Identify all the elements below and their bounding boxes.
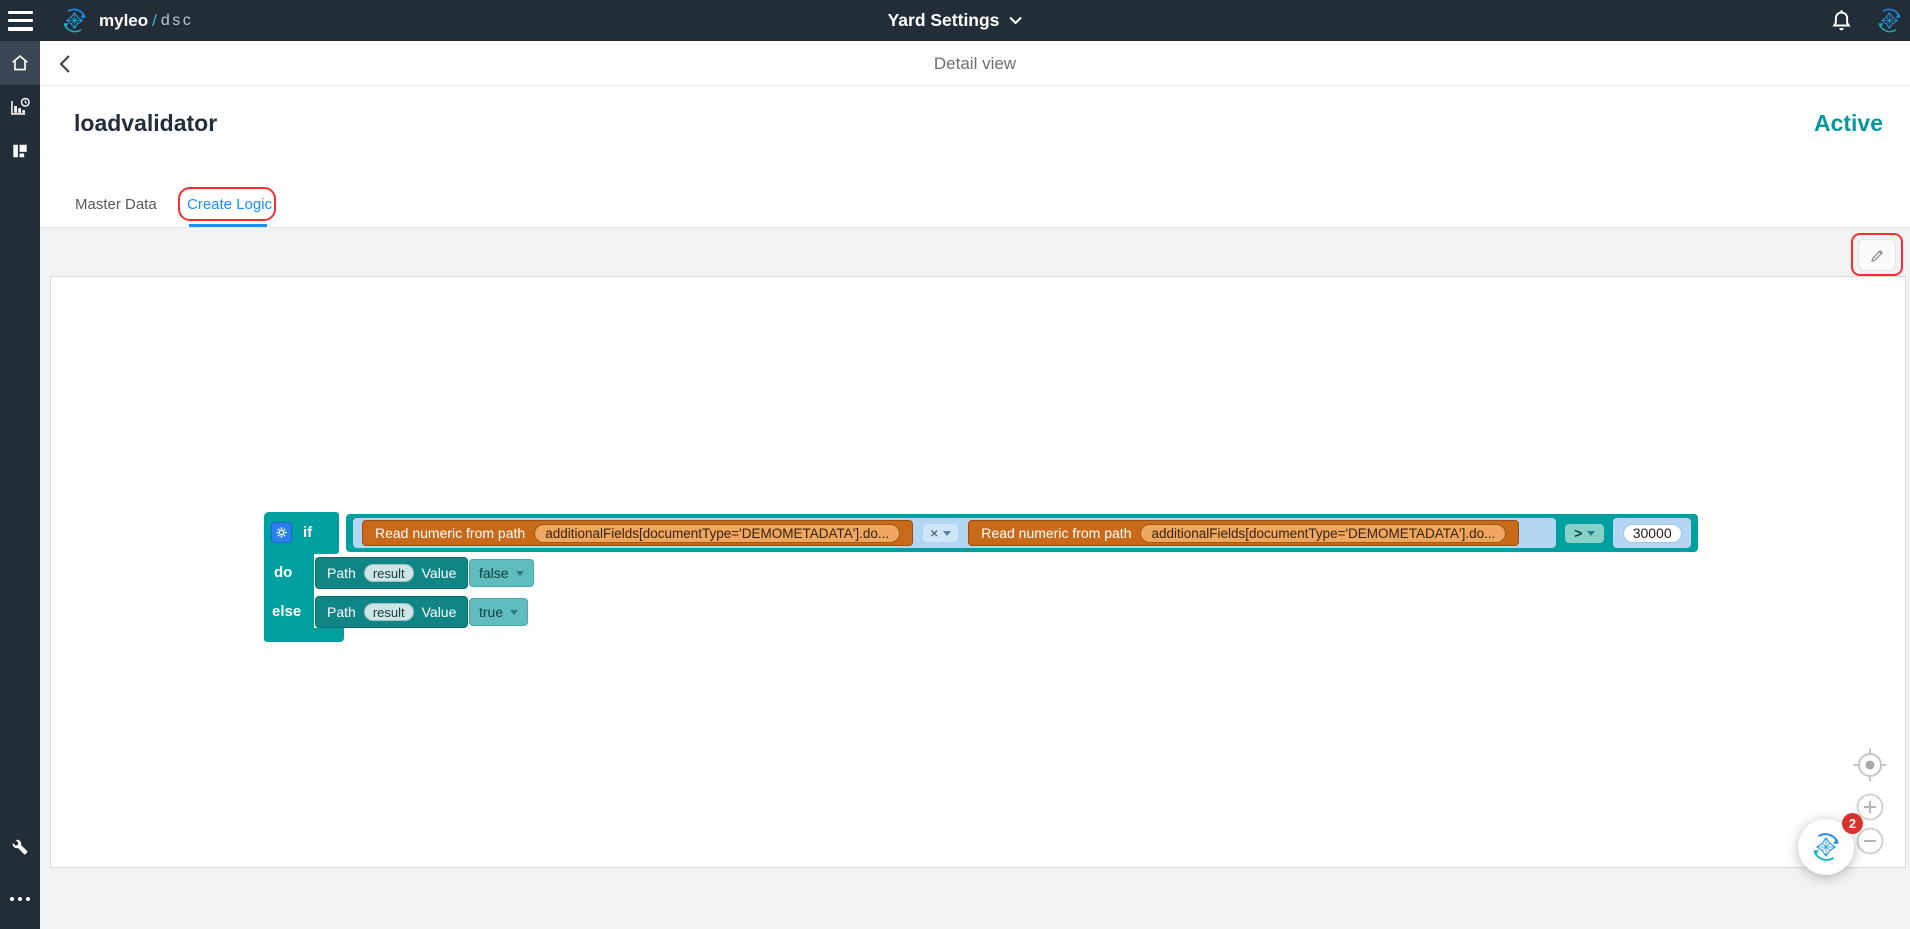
- layout-kanban-icon: [13, 144, 27, 158]
- read-numeric-label: Read numeric from path: [981, 525, 1132, 541]
- tab-create-logic[interactable]: Create Logic: [187, 196, 273, 213]
- zoom-out-button[interactable]: [1856, 827, 1884, 855]
- hamburger-menu-icon[interactable]: [8, 10, 33, 31]
- back-button[interactable]: [54, 53, 76, 75]
- boolean-block-false[interactable]: false: [469, 559, 534, 587]
- pencil-icon: [1870, 249, 1883, 262]
- ellipsis-icon: [9, 896, 31, 902]
- view-title: Detail view: [933, 53, 1017, 73]
- value-label: Value: [421, 565, 457, 581]
- myleo-logo-icon: [1813, 833, 1839, 861]
- number-input-field[interactable]: 30000: [1622, 523, 1682, 543]
- top-navbar: myleo / dsc Yard Settings: [0, 0, 1910, 41]
- back-chevron-icon: [59, 55, 70, 73]
- chevron-down-icon: [1009, 16, 1022, 25]
- result-field[interactable]: result: [363, 564, 414, 582]
- value-label: Value: [421, 604, 457, 620]
- multiply-operator-dropdown[interactable]: ×: [923, 524, 959, 542]
- compare-operator-value: >: [1574, 525, 1583, 541]
- brand-separator: /: [152, 10, 157, 30]
- number-block[interactable]: 30000: [1613, 518, 1691, 548]
- if-label: if: [303, 524, 313, 541]
- dropdown-arrow-icon: [943, 530, 952, 536]
- left-sidebar: [0, 41, 40, 929]
- boolean-value: true: [479, 604, 504, 620]
- path-label: Path: [327, 565, 356, 581]
- path-input-field[interactable]: additionalFields[documentType='DEMOMETAD…: [534, 523, 901, 543]
- sidebar-item-tools[interactable]: [0, 825, 40, 869]
- brand-name: myleo: [99, 10, 149, 30]
- path-input-field[interactable]: additionalFields[documentType='DEMOMETAD…: [1140, 523, 1507, 543]
- multiply-block[interactable]: Read numeric from path additionalFields[…: [353, 518, 1557, 548]
- mutator-gear-button[interactable]: [271, 522, 292, 543]
- read-numeric-label: Read numeric from path: [375, 525, 526, 541]
- page-title: Yard Settings: [887, 10, 1000, 30]
- dropdown-arrow-icon: [1587, 530, 1596, 536]
- do-label: do: [274, 564, 293, 581]
- dropdown-arrow-icon: [510, 609, 519, 615]
- record-header-section: loadvalidator Active Master Data Create …: [40, 86, 1910, 228]
- edit-logic-button[interactable]: [1858, 239, 1896, 271]
- brand[interactable]: myleo / dsc: [99, 0, 193, 41]
- result-field[interactable]: result: [363, 603, 414, 621]
- sidebar-bottom-group: [0, 825, 40, 921]
- dropdown-arrow-icon: [515, 570, 524, 576]
- status-badge: Active: [1813, 110, 1883, 136]
- notifications-bell-icon[interactable]: [1828, 7, 1855, 35]
- zoom-in-button[interactable]: [1856, 793, 1884, 821]
- read-numeric-block-1[interactable]: Read numeric from path additionalFields[…: [362, 520, 914, 546]
- sidebar-item-more[interactable]: [0, 877, 40, 921]
- blockly-canvas[interactable]: if do else Read numeric from path additi…: [50, 276, 1906, 868]
- path-label: Path: [327, 604, 356, 620]
- sidebar-item-boards[interactable]: [0, 129, 40, 173]
- compare-operator-dropdown[interactable]: >: [1565, 523, 1605, 543]
- zoom-reset-button[interactable]: [1850, 745, 1890, 785]
- notification-badge: 2: [1842, 813, 1863, 834]
- if-block-foot[interactable]: [264, 628, 344, 642]
- sidebar-item-statistics[interactable]: [0, 85, 40, 129]
- wrench-icon: [12, 839, 27, 854]
- bar-chart-clock-icon: [11, 97, 30, 115]
- compare-block[interactable]: Read numeric from path additionalFields[…: [346, 514, 1698, 552]
- user-avatar-logo-icon[interactable]: [1874, 5, 1905, 36]
- myleo-logo-icon[interactable]: [59, 5, 90, 36]
- home-icon: [12, 55, 28, 71]
- record-name: loadvalidator: [74, 110, 218, 136]
- gear-icon: [276, 527, 287, 538]
- set-result-block-do[interactable]: Path result Value: [315, 557, 469, 589]
- boolean-value: false: [479, 565, 509, 581]
- plus-icon: [1864, 801, 1876, 813]
- else-label: else: [272, 603, 302, 620]
- page-title-dropdown[interactable]: Yard Settings: [888, 0, 1023, 41]
- multiply-operator-value: ×: [930, 525, 939, 541]
- sidebar-item-home[interactable]: [0, 41, 40, 85]
- read-numeric-block-2[interactable]: Read numeric from path additionalFields[…: [968, 520, 1520, 546]
- active-tab-underline: [189, 224, 267, 227]
- tab-master-data[interactable]: Master Data: [75, 196, 157, 213]
- detail-view-header: Detail view: [40, 41, 1910, 86]
- set-result-block-else[interactable]: Path result Value: [315, 596, 469, 628]
- boolean-block-true[interactable]: true: [469, 598, 529, 626]
- crosshair-icon: [1865, 760, 1875, 770]
- brand-product: dsc: [160, 11, 194, 29]
